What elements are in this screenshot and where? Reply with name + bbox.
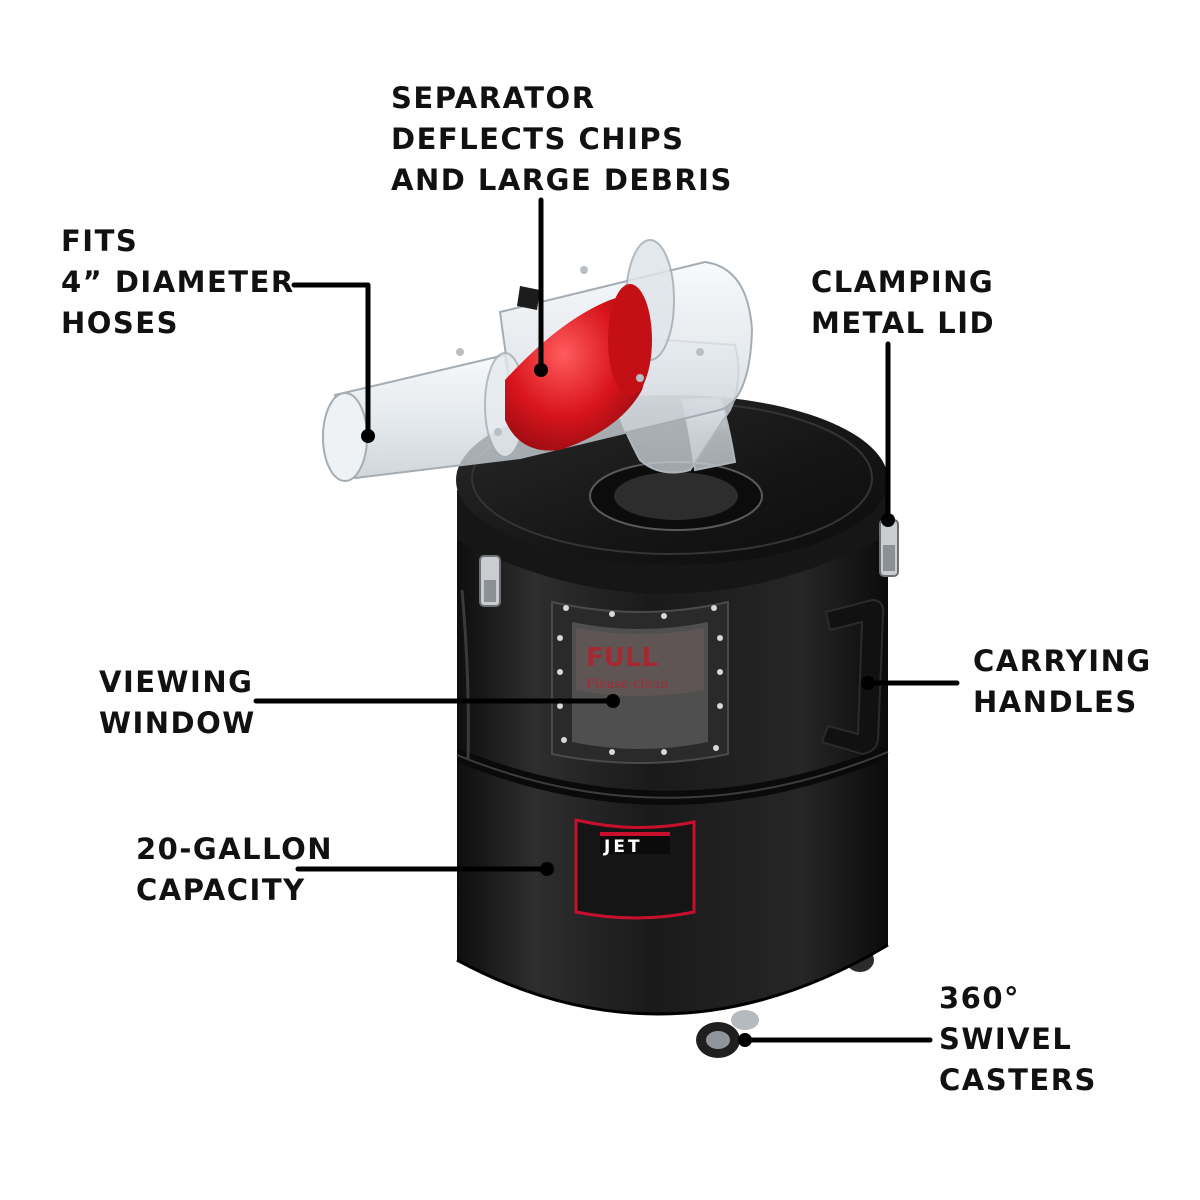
lid-clamps — [479, 519, 899, 607]
callout-capacity-line-2: CAPACITY — [136, 873, 306, 907]
callout-capacity: 20-GALLON CAPACITY — [136, 829, 333, 911]
callout-window: VIEWING WINDOW — [99, 662, 256, 744]
window-sticker-text: FULL — [586, 643, 658, 673]
callout-lid-line-1: CLAMPING — [811, 265, 995, 299]
leader-dot-lid — [881, 513, 895, 527]
callout-handles: CARRYING HANDLES — [973, 641, 1152, 723]
leader-dot-hoses — [361, 429, 375, 443]
callout-casters-line-1: 360° — [939, 981, 1021, 1015]
leader-hoses — [291, 282, 371, 437]
callout-separator-line-1: SEPARATOR — [391, 81, 596, 115]
callout-window-line-1: VIEWING — [99, 665, 254, 699]
leader-dot-separator — [534, 363, 548, 377]
leader-dot-capacity — [540, 862, 554, 876]
viewing-window: FULL Please clean — [551, 600, 729, 764]
callout-hoses-line-1: FITS — [61, 224, 139, 258]
jet-logo-text: JET — [603, 837, 643, 857]
callout-separator: SEPARATOR DEFLECTS CHIPS AND LARGE DEBRI… — [391, 78, 733, 201]
callout-casters-line-2: SWIVEL — [939, 1022, 1073, 1056]
callout-window-line-2: WINDOW — [99, 706, 256, 740]
callout-capacity-line-1: 20-GALLON — [136, 832, 333, 866]
window-sticker-subtext: Please clean — [586, 677, 669, 692]
callout-handles-line-1: CARRYING — [973, 644, 1152, 678]
callout-hoses: FITS 4” DIAMETER HOSES — [61, 221, 295, 344]
callout-casters-line-3: CASTERS — [939, 1063, 1097, 1097]
callout-lid-line-2: METAL LID — [811, 306, 996, 340]
callout-separator-line-2: DEFLECTS CHIPS — [391, 122, 685, 156]
carrying-handle — [820, 598, 885, 756]
cyclone-separator — [322, 239, 754, 482]
callout-separator-line-3: AND LARGE DEBRIS — [391, 163, 733, 197]
leader-dot-window — [606, 694, 620, 708]
callout-lid: CLAMPING METAL LID — [811, 262, 995, 344]
leader-dot-casters — [738, 1033, 752, 1047]
callout-handles-line-2: HANDLES — [973, 685, 1138, 719]
jet-logo-plate: JET — [574, 818, 696, 920]
leader-dot-handles — [861, 676, 875, 690]
leader-lines — [253, 197, 960, 1047]
callout-hoses-line-2: 4” DIAMETER — [61, 265, 295, 299]
callout-casters: 360° SWIVEL CASTERS — [939, 978, 1097, 1101]
callout-hoses-line-3: HOSES — [61, 306, 180, 340]
